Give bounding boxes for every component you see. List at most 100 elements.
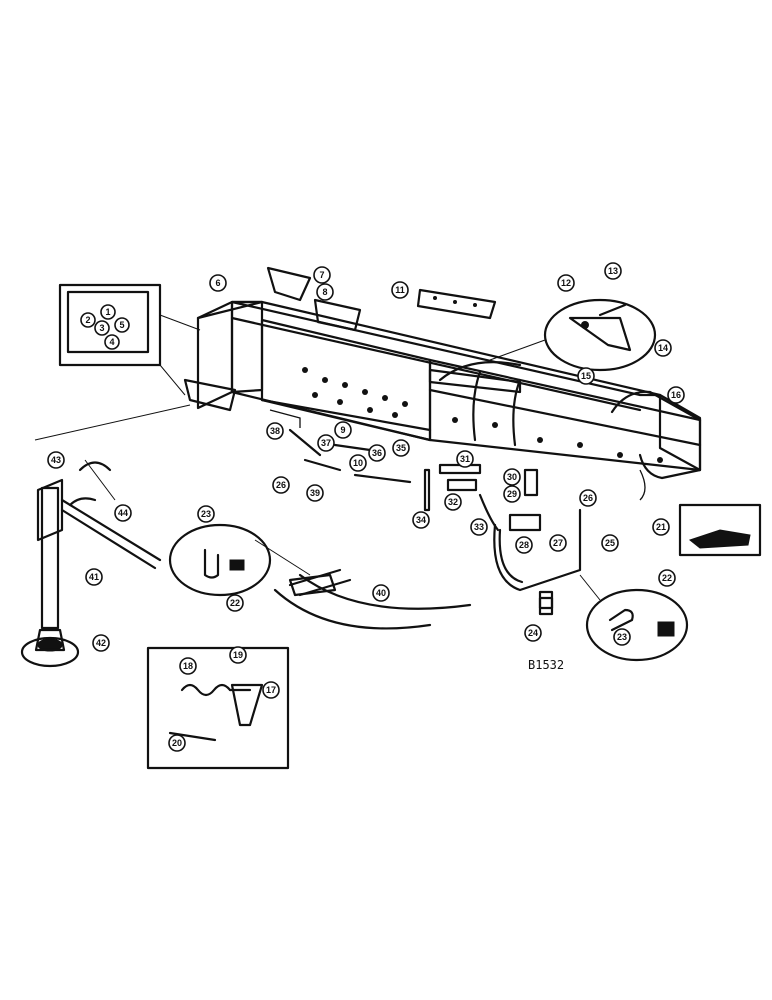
callout-number: 17 [266, 685, 276, 695]
callout-number: 23 [617, 632, 627, 642]
callout-circle [104, 334, 120, 350]
callout-number: 13 [608, 266, 618, 276]
callout-circle [85, 568, 103, 586]
callout-circle [316, 283, 334, 301]
callout-number: 5 [119, 320, 124, 330]
callout-9: 9 [334, 421, 352, 439]
callout-number: 6 [215, 278, 220, 288]
callout-number: 20 [172, 738, 182, 748]
callout-5: 5 [114, 317, 130, 333]
callout-number: 19 [233, 650, 243, 660]
callout-35: 35 [392, 439, 410, 457]
callout-41: 41 [85, 568, 103, 586]
callout-circle [391, 281, 409, 299]
callout-40: 40 [372, 584, 390, 602]
callout-20: 20 [168, 734, 186, 752]
callout-18: 18 [179, 657, 197, 675]
callout-24: 24 [524, 624, 542, 642]
callout-11: 11 [391, 281, 409, 299]
callout-27: 27 [549, 534, 567, 552]
callout-number: 22 [662, 573, 672, 583]
callout-circle [652, 518, 670, 536]
callout-circle [613, 628, 631, 646]
callout-number: 9 [340, 425, 345, 435]
small-parts [288, 428, 554, 616]
callout-circle [168, 734, 186, 752]
callout-44: 44 [114, 504, 132, 522]
callout-circle [317, 434, 335, 452]
callout-circle [349, 454, 367, 472]
callout-circle [226, 594, 244, 612]
callout-circle [372, 584, 390, 602]
callout-circle [334, 421, 352, 439]
callout-number: 32 [448, 497, 458, 507]
inset-detail-22-23-left [168, 523, 311, 597]
callout-number: 41 [89, 572, 99, 582]
callout-28: 28 [515, 536, 533, 554]
callout-circle [94, 320, 110, 336]
callout-33: 33 [470, 518, 488, 536]
callout-circle [456, 450, 474, 468]
callout-13: 13 [604, 262, 622, 280]
callout-number: 7 [319, 270, 324, 280]
callout-number: 26 [583, 493, 593, 503]
callout-number: 34 [416, 515, 426, 525]
callout-circle [266, 422, 284, 440]
callout-26b: 26 [579, 489, 597, 507]
callout-circle [601, 534, 619, 552]
figure-code: B1532 [528, 658, 564, 672]
callout-number: 42 [96, 638, 106, 648]
callout-circle [313, 266, 331, 284]
callout-39: 39 [306, 484, 324, 502]
callout-circle [515, 536, 533, 554]
callout-circle [412, 511, 430, 529]
gauge-wheel-assembly [273, 568, 472, 630]
inset-detail-22-23-right [579, 574, 689, 662]
callout-circle [503, 485, 521, 503]
callout-number: 39 [310, 488, 320, 498]
callout-number: 21 [656, 522, 666, 532]
callout-circle [229, 646, 247, 664]
callout-38: 38 [266, 422, 284, 440]
callout-circle [197, 505, 215, 523]
callout-circle [444, 493, 462, 511]
callout-circle [100, 304, 116, 320]
callout-circle [577, 367, 595, 385]
callout-circle [549, 534, 567, 552]
callout-number: 10 [353, 458, 363, 468]
callout-30: 30 [503, 468, 521, 486]
callout-36: 36 [368, 444, 386, 462]
callout-7: 7 [313, 266, 331, 284]
callout-14: 14 [654, 339, 672, 357]
callout-number: 11 [395, 285, 405, 295]
callout-number: 44 [118, 508, 128, 518]
inset-detail-17-20 [146, 646, 290, 770]
bracket-25 [493, 508, 582, 610]
callout-circle [262, 681, 280, 699]
callout-number: 40 [376, 588, 386, 598]
callout-number: 38 [270, 426, 280, 436]
callout-number: 37 [321, 438, 331, 448]
callout-circle [80, 312, 96, 328]
callout-26a: 26 [272, 476, 290, 494]
top-brackets [266, 266, 497, 332]
callout-number: 29 [507, 489, 517, 499]
callout-8: 8 [316, 283, 334, 301]
inset-detail-1-5 [58, 283, 201, 396]
callout-circle [503, 468, 521, 486]
callout-10: 10 [349, 454, 367, 472]
callout-circle [114, 504, 132, 522]
callout-number: 16 [671, 390, 681, 400]
callout-number: 30 [507, 472, 517, 482]
callout-21: 21 [652, 518, 670, 536]
callout-number: 23 [201, 509, 211, 519]
callout-number: 18 [183, 661, 193, 671]
callout-circle [524, 624, 542, 642]
callout-number: 2 [85, 315, 90, 325]
callout-19: 19 [229, 646, 247, 664]
callout-circle [470, 518, 488, 536]
callout-number: 27 [553, 538, 563, 548]
callout-circle [47, 451, 65, 469]
jack-stand [20, 404, 191, 668]
